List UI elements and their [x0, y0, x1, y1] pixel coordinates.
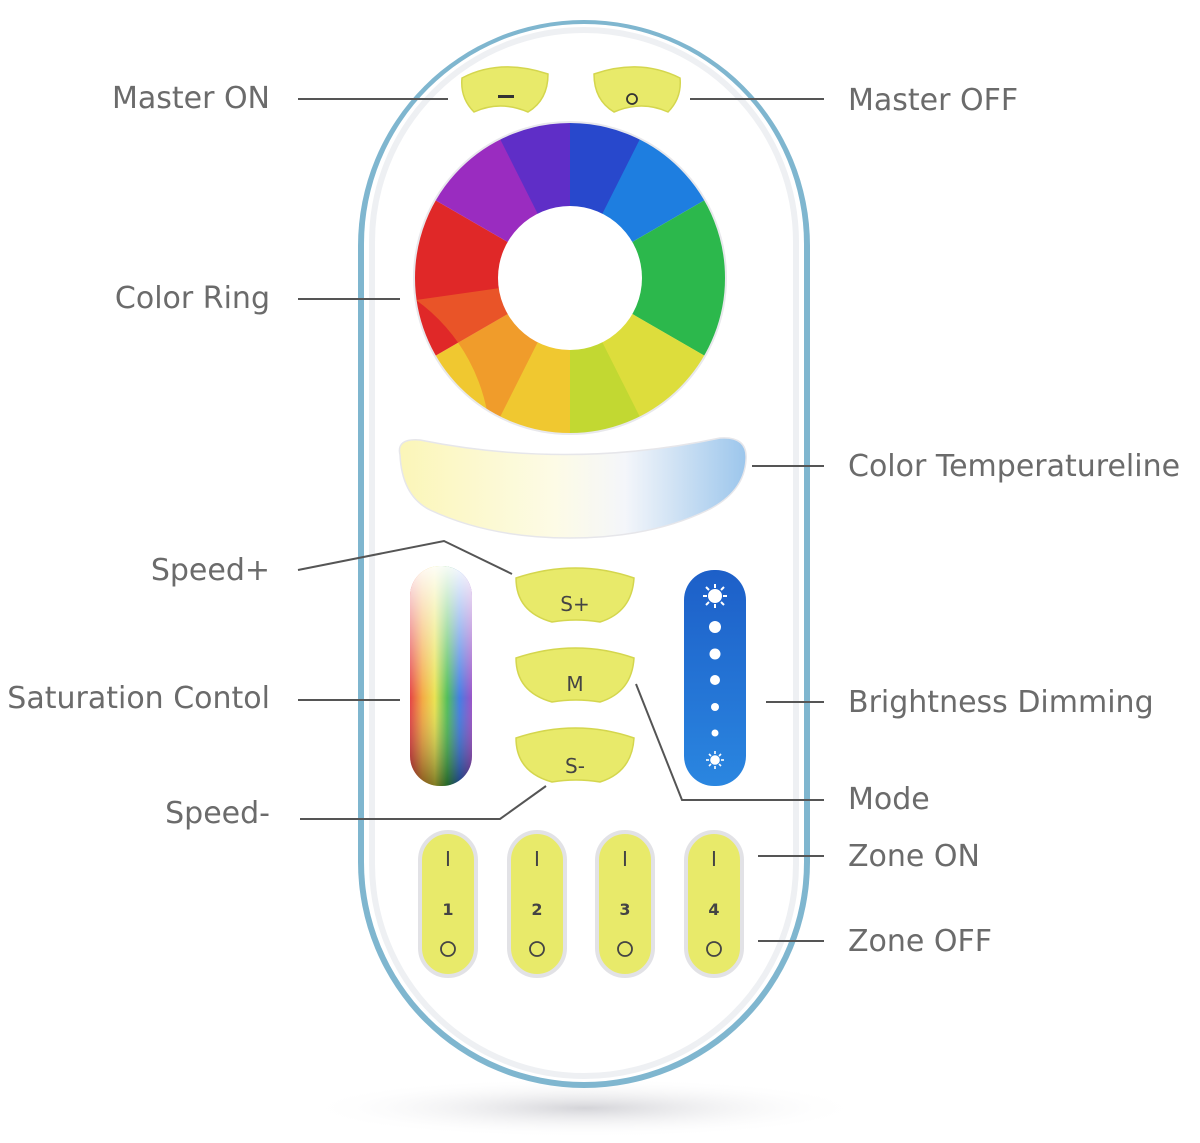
- label-color-temperature: Color Temperatureline: [848, 449, 1181, 484]
- saturation-slider[interactable]: [410, 566, 472, 786]
- zone-4-on-text: I: [711, 847, 717, 871]
- remote-shadow: [305, 1078, 865, 1138]
- leader-lines: [297, 98, 824, 942]
- zone-3-off-icon: [617, 941, 633, 957]
- mode-button[interactable]: M: [515, 647, 635, 703]
- zone-1-button[interactable]: I 1: [418, 830, 478, 978]
- sun-small-icon: [706, 751, 724, 769]
- zone-1-on-text: I: [445, 847, 451, 871]
- leader-speed-minus: [300, 785, 547, 820]
- leader-speed-plus: [297, 539, 513, 575]
- zone-4-number: 4: [708, 900, 719, 919]
- label-zone-on: Zone ON: [848, 839, 980, 874]
- zone-3-on-text: I: [622, 847, 628, 871]
- zone-2-on-text: I: [534, 847, 540, 871]
- leader-mode: [635, 683, 824, 801]
- sun-large-icon: [703, 584, 727, 608]
- color-ring-center[interactable]: [498, 206, 642, 350]
- label-master-off: Master OFF: [848, 83, 1019, 118]
- label-brightness: Brightness Dimming: [848, 685, 1154, 720]
- brightness-slider[interactable]: [684, 570, 746, 786]
- minus-icon: [498, 95, 514, 98]
- speed-minus-button[interactable]: S-: [515, 727, 635, 783]
- speed-plus-text: S+: [560, 592, 589, 616]
- speed-minus-text: S-: [565, 754, 585, 778]
- label-speed-minus: Speed-: [165, 796, 270, 831]
- zone-2-off-icon: [529, 941, 545, 957]
- mode-text: M: [566, 672, 583, 696]
- zone-3-button[interactable]: I 3: [595, 830, 655, 978]
- master-on-button[interactable]: [461, 66, 549, 113]
- label-zone-off: Zone OFF: [848, 924, 993, 959]
- speed-plus-button[interactable]: S+: [515, 567, 635, 623]
- label-saturation: Saturation Contol: [7, 681, 270, 716]
- zone-4-off-icon: [706, 941, 722, 957]
- circle-icon: [626, 93, 638, 105]
- label-master-on: Master ON: [111, 81, 270, 116]
- zone-2-number: 2: [531, 900, 542, 919]
- label-mode: Mode: [848, 782, 930, 817]
- label-speed-plus: Speed+: [150, 553, 270, 588]
- zone-2-button[interactable]: I 2: [507, 830, 567, 978]
- zone-4-button[interactable]: I 4: [684, 830, 744, 978]
- zone-1-off-icon: [440, 941, 456, 957]
- color-temperature-slider[interactable]: [398, 437, 747, 539]
- label-color-ring: Color Ring: [114, 281, 270, 316]
- zone-1-number: 1: [442, 900, 453, 919]
- master-off-button[interactable]: [593, 66, 681, 113]
- zone-3-number: 3: [619, 900, 630, 919]
